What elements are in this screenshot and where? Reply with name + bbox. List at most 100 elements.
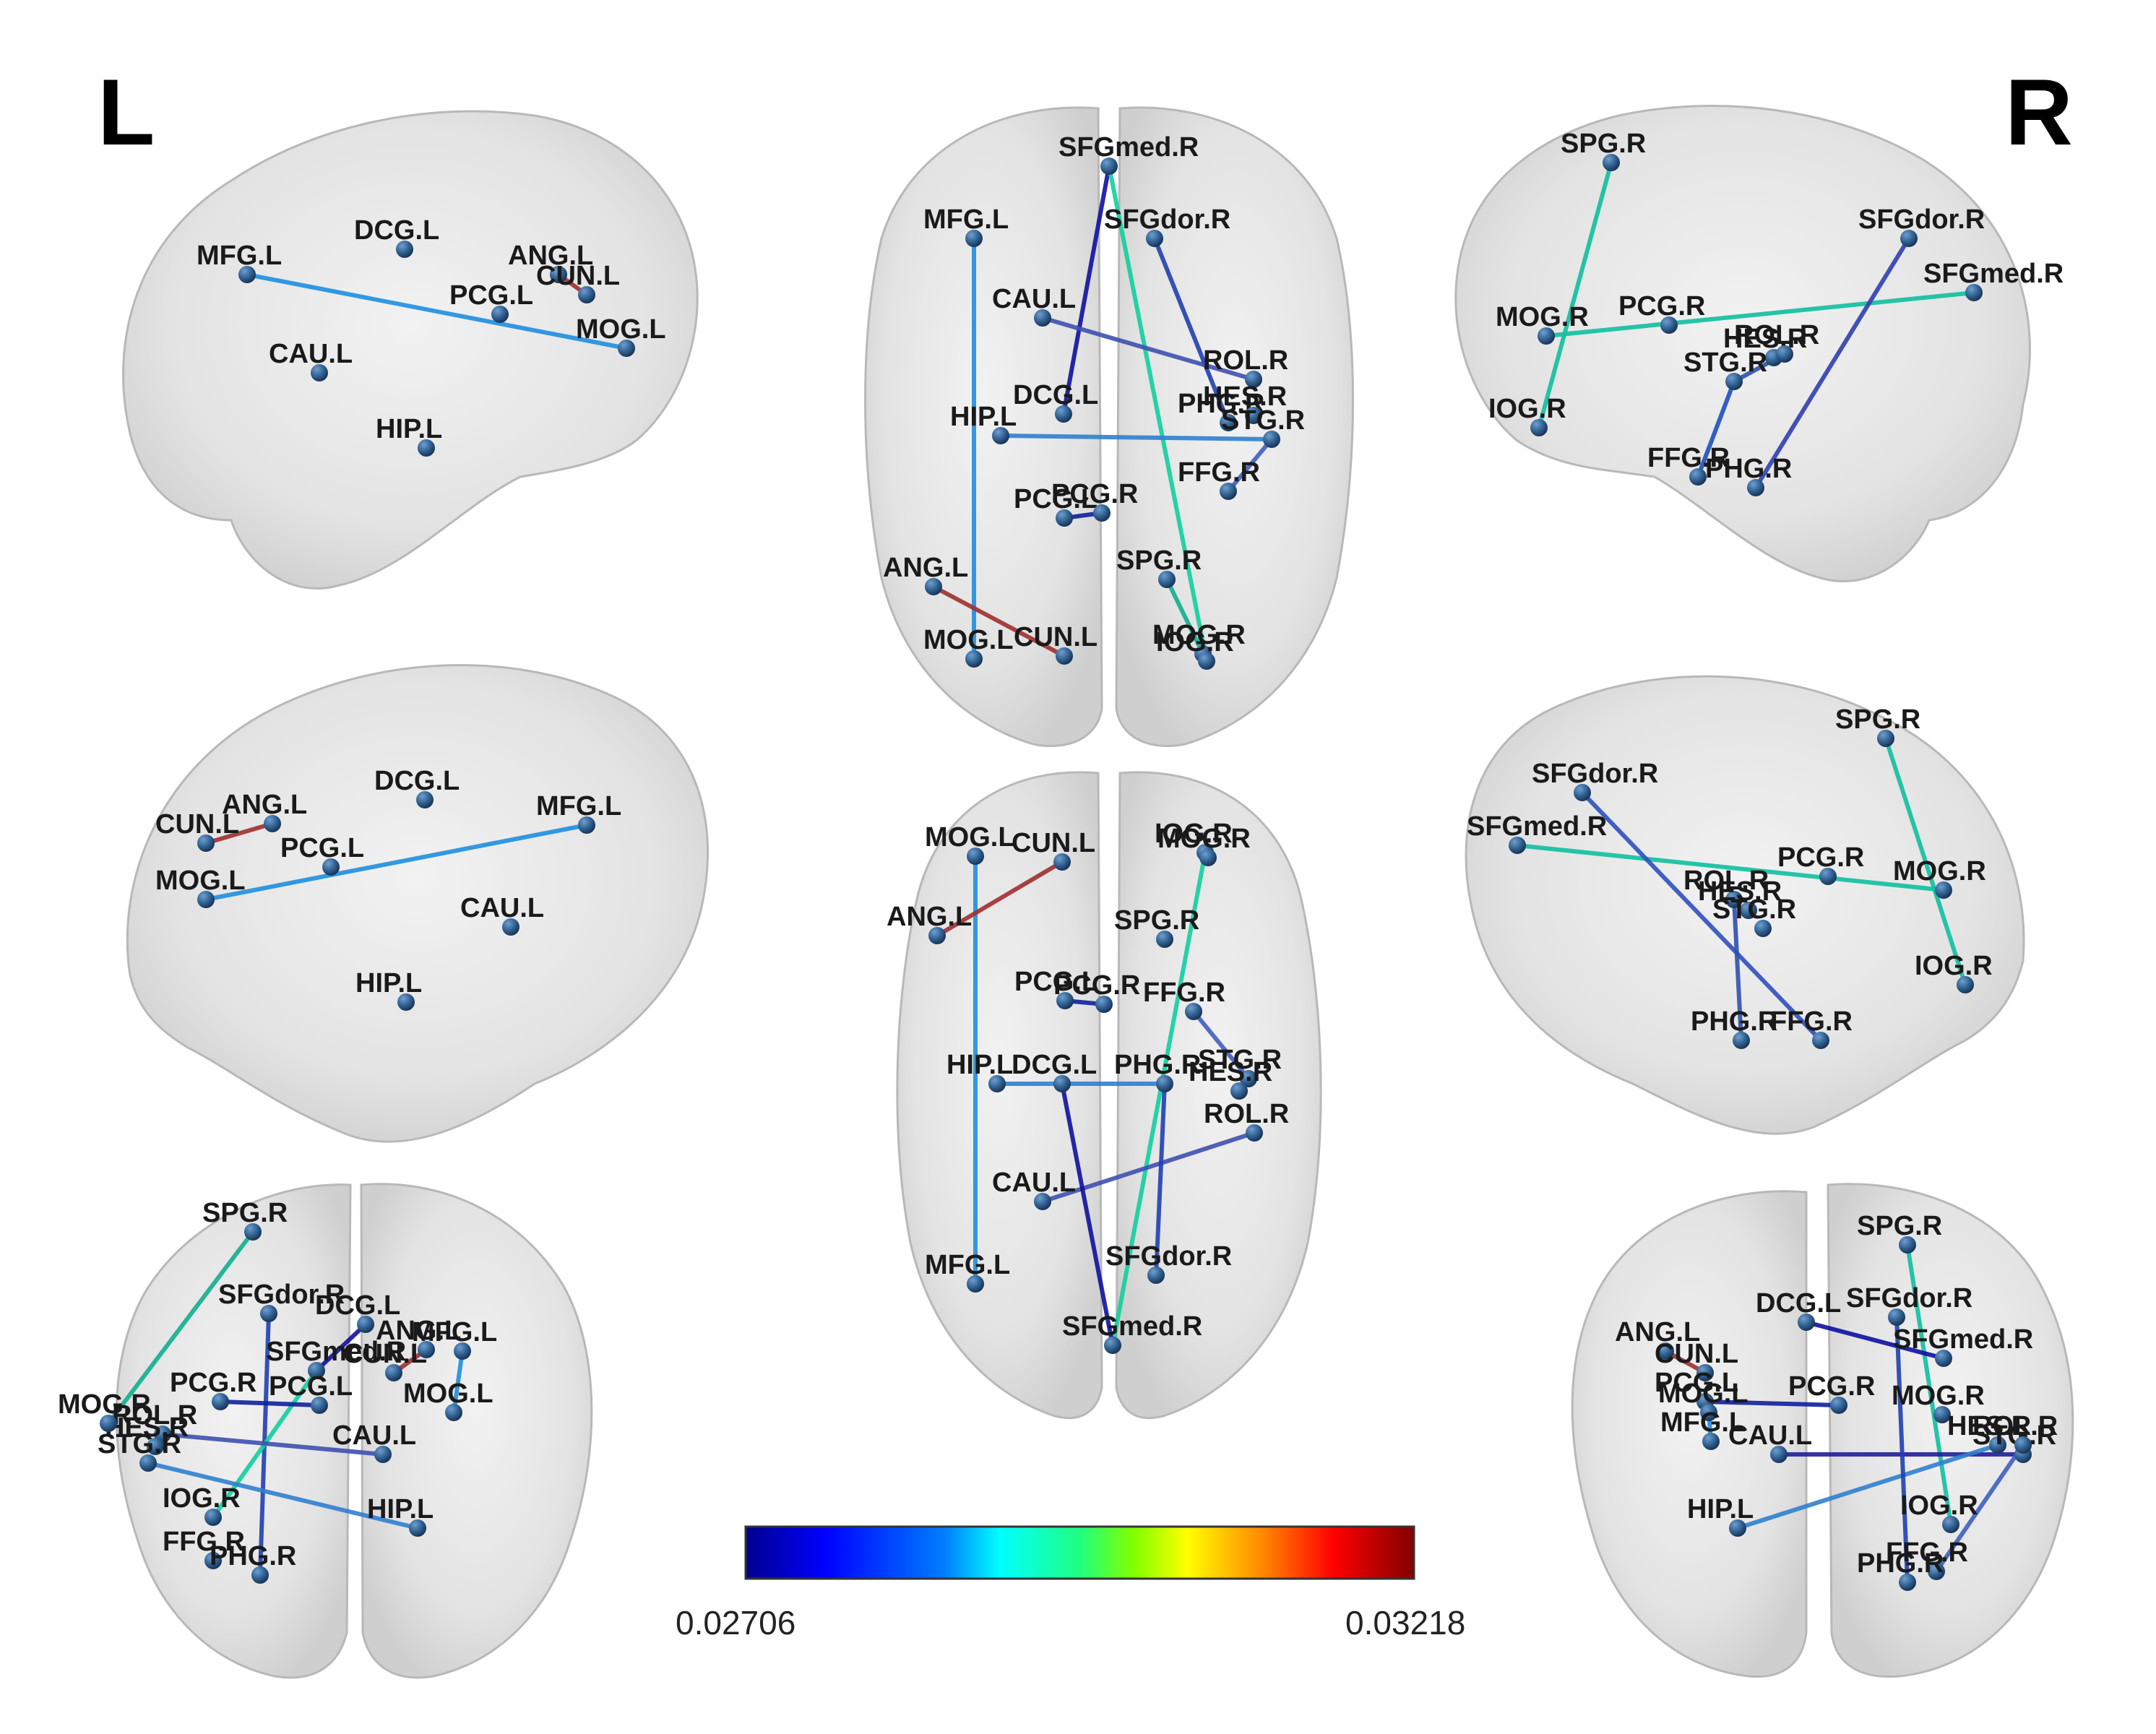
node-spg-r xyxy=(244,1223,262,1241)
node-label-mog-l: MOG.L xyxy=(155,866,246,896)
node-label-rol-r: ROL.R xyxy=(1203,345,1288,376)
edge-ffg-r-to-stg-r xyxy=(1226,437,1274,493)
node-hes-r xyxy=(147,1438,164,1455)
edge-sfgdor-r-to-phg-r xyxy=(1894,1315,1910,1584)
brain-anterior-left xyxy=(115,1183,352,1679)
node-label-pcg-r: PCG.R xyxy=(1618,291,1705,322)
node-label-phg-r: PHG.R xyxy=(1114,1050,1201,1080)
node-label-pcg-r: PCG.R xyxy=(170,1368,256,1398)
node-label-cun-l: CUN.L xyxy=(1014,622,1098,652)
node-hes-r xyxy=(1245,407,1262,424)
node-label-dcg-l: DCG.L xyxy=(1013,380,1098,410)
brain-right-lateral xyxy=(1454,105,2031,582)
node-mfg-l xyxy=(238,266,256,283)
node-label-stg-r: STG.R xyxy=(98,1429,181,1459)
node-label-hip-l: HIP.L xyxy=(367,1494,434,1524)
node-ang-l xyxy=(1657,1342,1674,1360)
node-label-ang-l: ANG.L xyxy=(883,553,968,583)
node-cun-l xyxy=(1056,647,1073,665)
node-sfgmed-r xyxy=(308,1362,325,1379)
node-stg-r xyxy=(1725,373,1743,390)
edge-ang-l-to-cun-l xyxy=(204,821,275,845)
node-phg-r xyxy=(1156,1075,1173,1092)
node-pcg-l xyxy=(1056,992,1074,1009)
node-rol-r xyxy=(1245,371,1262,388)
node-sfgdor-r xyxy=(1147,1267,1165,1284)
node-mog-l xyxy=(1700,1404,1717,1421)
edge-rol-r-to-cau-l xyxy=(160,1432,385,1457)
edge-spg-r-to-mog-r xyxy=(1165,577,1205,656)
node-label-ang-l: ANG.L xyxy=(508,241,593,271)
side-label-left: L xyxy=(98,59,155,165)
node-pcg-l xyxy=(322,858,340,876)
node-label-mog-l: MOG.L xyxy=(923,625,1014,655)
node-label-cau-l: CAU.L xyxy=(992,284,1076,314)
edge-mog-r-to-sfgmed-r xyxy=(1544,290,1976,338)
node-label-iog-r: IOG.R xyxy=(1155,819,1233,849)
node-mfg-l xyxy=(454,1342,471,1360)
node-label-sfgdor-r: SFGdor.R xyxy=(1532,759,1658,789)
node-label-ang-l: ANG.L xyxy=(376,1316,461,1346)
node-ffg-r xyxy=(1689,468,1707,486)
node-label-cun-l: CUN.L xyxy=(155,809,239,840)
node-label-ffg-r: FFG.R xyxy=(1647,443,1730,473)
node-label-cun-l: CUN.L xyxy=(343,1339,427,1369)
node-sfgdor-r xyxy=(260,1305,277,1322)
node-label-hes-r: HES.R xyxy=(1203,381,1287,412)
node-label-iog-r: IOG.R xyxy=(1156,627,1234,657)
node-dcg-l xyxy=(396,241,413,258)
side-label-right: R xyxy=(2005,59,2073,165)
node-label-cau-l: CAU.L xyxy=(992,1168,1076,1198)
node-cun-l xyxy=(578,286,595,303)
node-dcg-l xyxy=(357,1316,374,1333)
node-cun-l xyxy=(1053,853,1071,871)
node-pcg-r xyxy=(1819,868,1837,885)
node-label-iog-r: IOG.R xyxy=(163,1483,241,1514)
node-label-spg-r: SPG.R xyxy=(202,1198,288,1228)
node-cun-l xyxy=(385,1364,402,1381)
edge-dcg-l-to-sfgmed-r xyxy=(1060,1082,1115,1347)
node-label-stg-r: STG.R xyxy=(1712,894,1796,925)
node-mog-r xyxy=(100,1415,117,1432)
node-sfgmed-r xyxy=(1509,837,1526,854)
node-label-rol-r: ROL.R xyxy=(1683,866,1769,896)
node-label-sfgdor-r: SFGdor.R xyxy=(1105,1241,1232,1272)
node-sfgmed-r xyxy=(1935,1350,1952,1367)
edge-dcg-l-to-sfgmed-r xyxy=(1804,1320,1946,1360)
node-spg-r xyxy=(1156,931,1173,948)
node-label-mog-r: MOG.R xyxy=(1152,620,1246,650)
colorbar: 0.02706 0.03218 xyxy=(676,1525,1465,1642)
node-label-sfgdor-r: SFGdor.R xyxy=(1846,1283,1972,1314)
node-pcg-r xyxy=(1093,504,1111,522)
node-cau-l xyxy=(311,364,328,381)
brain-inferior-left xyxy=(896,771,1103,1420)
node-mog-l xyxy=(967,847,984,865)
node-label-mog-r: MOG.R xyxy=(58,1389,151,1420)
node-mfg-l xyxy=(967,1275,984,1293)
node-label-sfgdor-r: SFGdor.R xyxy=(1858,204,1985,235)
node-label-pcg-l: PCG.L xyxy=(449,280,533,311)
node-sfgdor-r xyxy=(1900,230,1918,247)
node-rol-r xyxy=(2014,1436,2032,1454)
node-label-mfg-l: MFG.L xyxy=(197,241,282,271)
edge-ang-l-to-cun-l xyxy=(931,585,1066,658)
node-iog-r xyxy=(1530,419,1548,436)
node-label-cau-l: CAU.L xyxy=(460,893,544,923)
node-label-iog-r: IOG.R xyxy=(1915,951,1993,981)
node-label-mog-l: MOG.L xyxy=(925,822,1015,853)
node-mog-l xyxy=(445,1404,462,1421)
node-spg-r xyxy=(1158,571,1176,588)
edge-sfgmed-r-to-dcg-l xyxy=(1061,164,1111,416)
node-mog-l xyxy=(965,650,983,668)
node-label-mog-l: MOG.L xyxy=(576,314,666,345)
node-rol-r xyxy=(1246,1124,1263,1142)
node-sfgdor-r xyxy=(1146,230,1163,247)
node-label-mog-r: MOG.R xyxy=(1893,856,1986,887)
node-spg-r xyxy=(1877,730,1894,747)
node-label-mog-l: MOG.L xyxy=(403,1379,493,1409)
node-hip-l xyxy=(397,993,415,1011)
node-hip-l xyxy=(409,1519,426,1537)
node-ang-l xyxy=(928,927,946,944)
